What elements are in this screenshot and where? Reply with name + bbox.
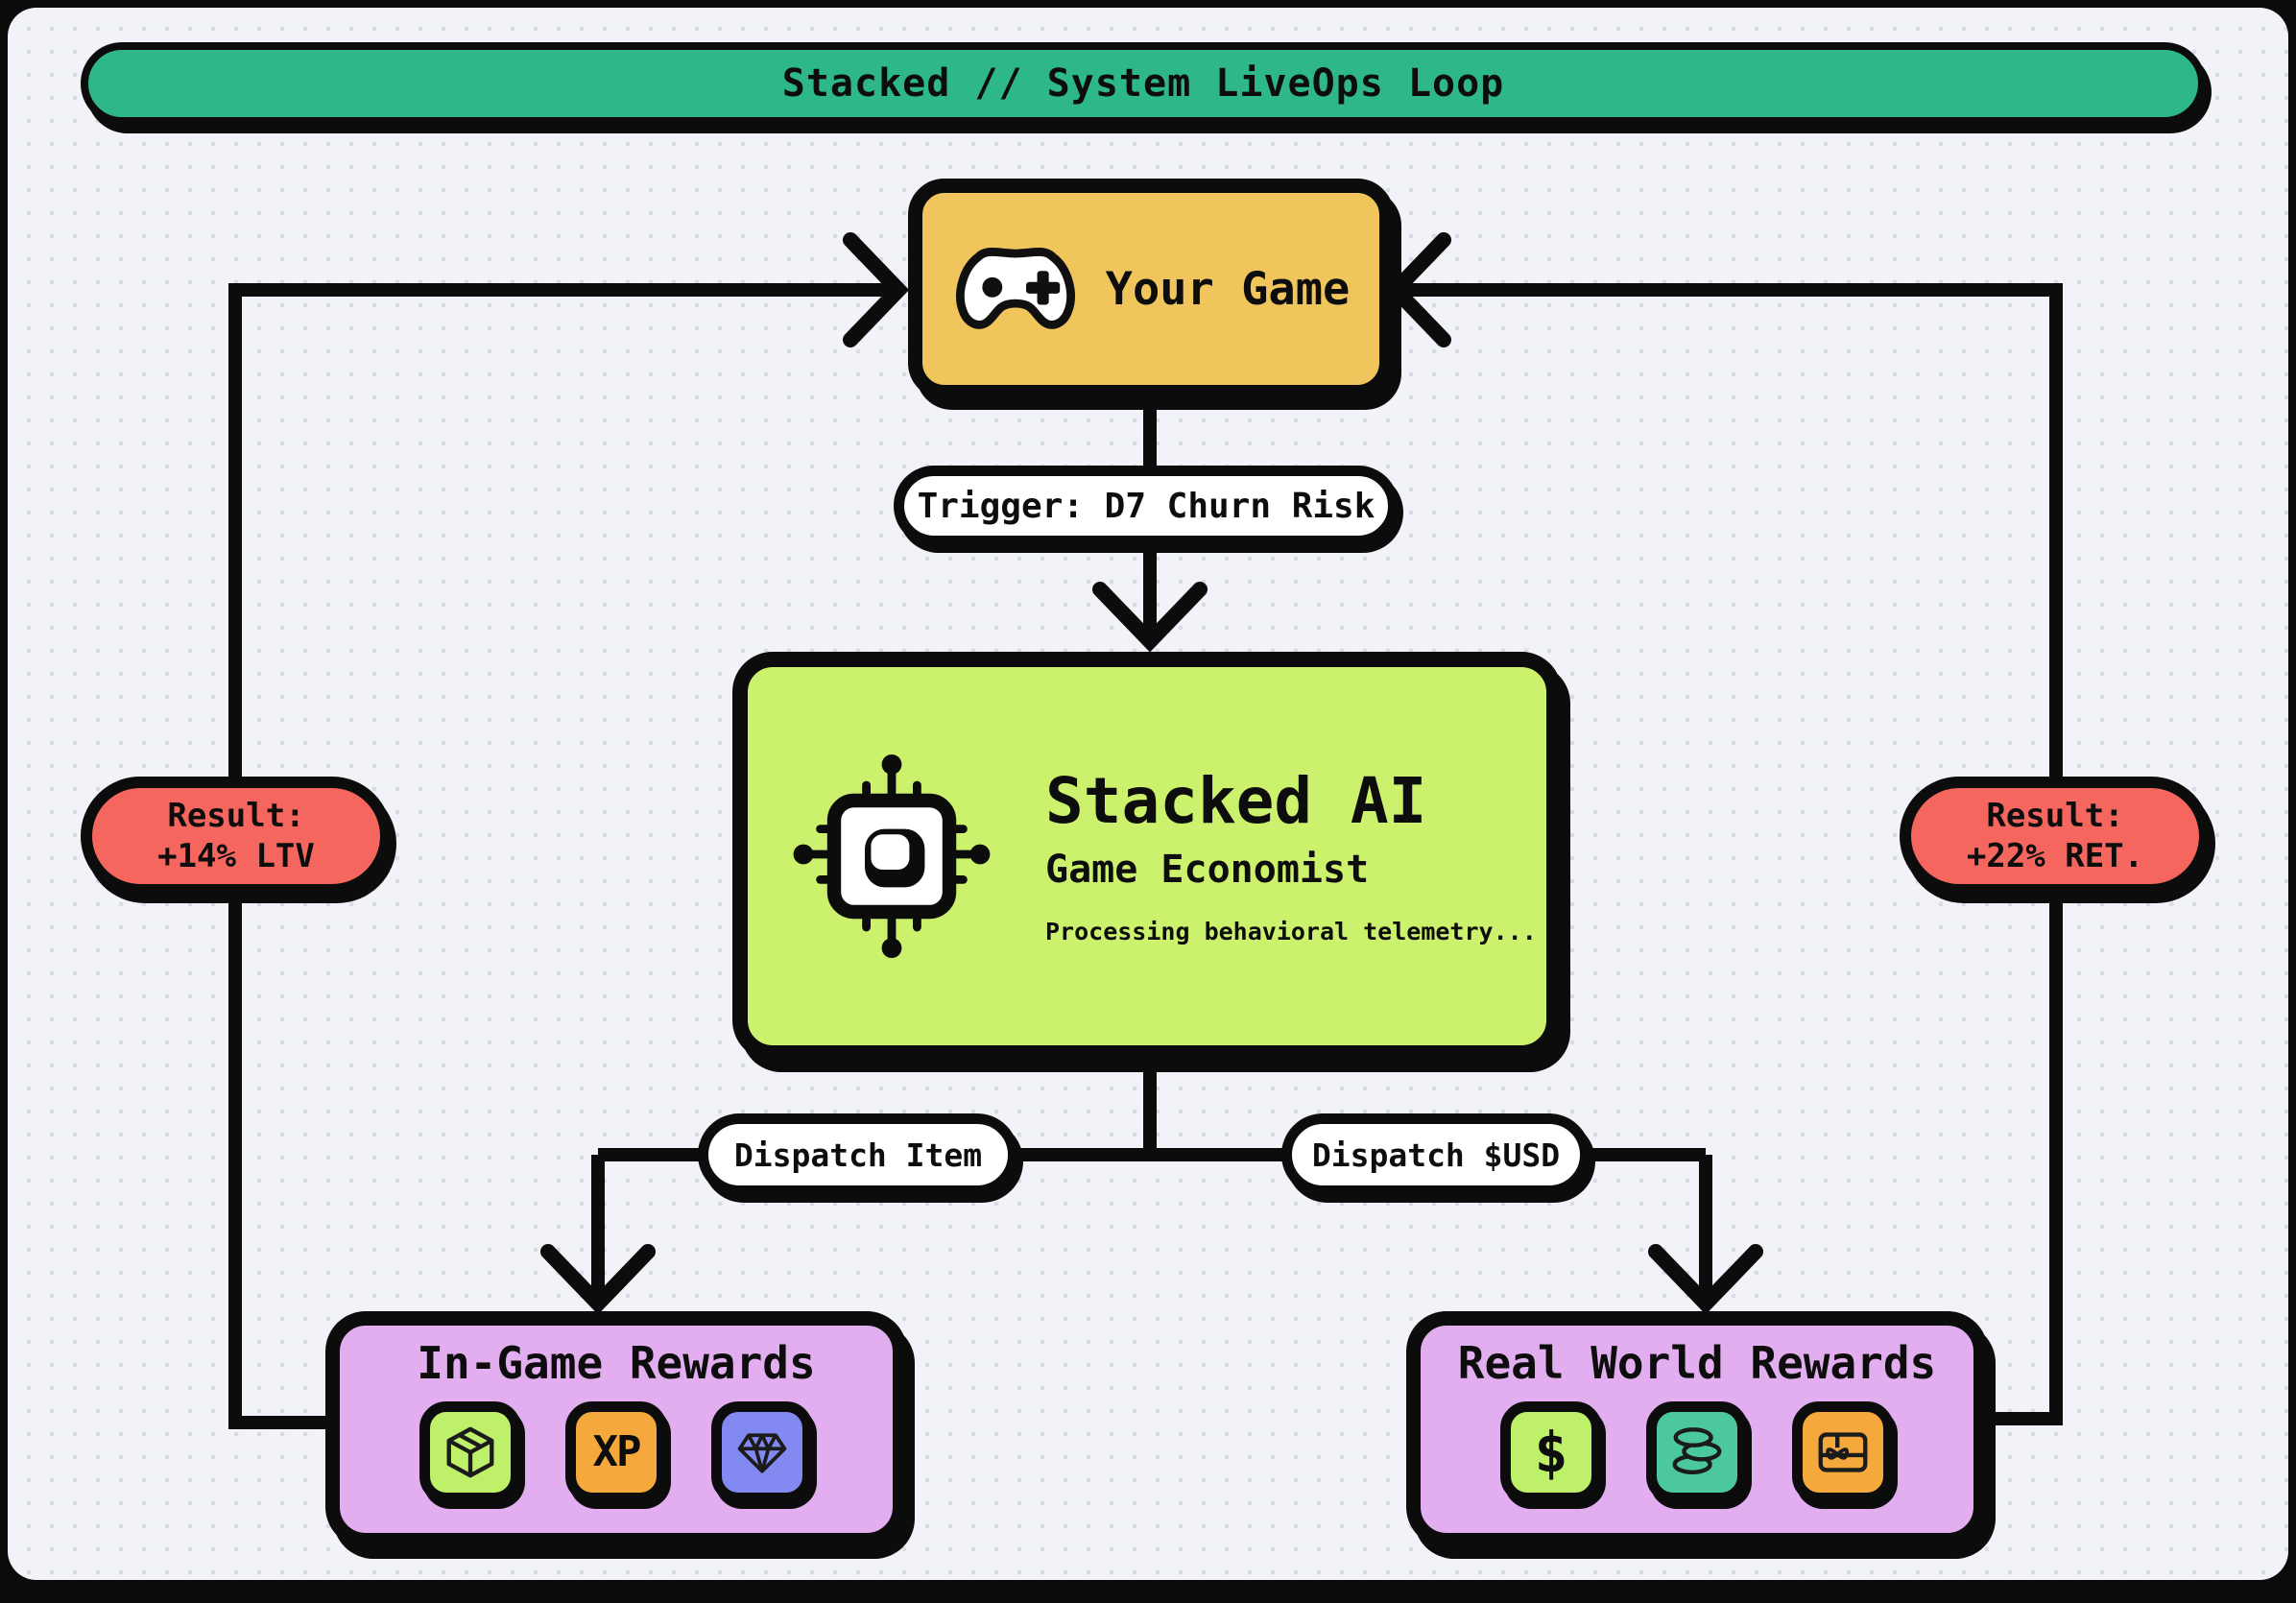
node-in-game-rewards: In-Game Rewards XP	[325, 1311, 907, 1547]
in-game-reward-tiles: XP	[419, 1400, 813, 1503]
result-pill-ltv: Result: +14% LTV	[81, 777, 392, 896]
arrowhead-into-game-left	[843, 232, 910, 347]
dollar-icon: $	[1534, 1419, 1568, 1485]
in-game-rewards-title: In-Game Rewards	[417, 1337, 816, 1389]
xp-badge: XP	[592, 1427, 642, 1477]
your-game-label: Your Game	[1105, 262, 1351, 316]
result-pill-retention: Result: +22% RET.	[1900, 777, 2211, 896]
arrowhead-into-ingame	[540, 1244, 656, 1315]
dispatch-item-label: Dispatch Item	[733, 1136, 983, 1174]
gift-card-icon	[1818, 1432, 1868, 1472]
result-value: +22% RET.	[1966, 837, 2144, 875]
header-banner: Stacked // System LiveOps Loop	[81, 42, 2206, 125]
arrowhead-into-game-right	[1384, 232, 1451, 347]
trigger-label: Trigger: D7 Churn Risk	[917, 486, 1375, 526]
pill-trigger: Trigger: D7 Churn Risk	[894, 466, 1399, 546]
stacked-ai-status: Processing behavioral telemetry...	[1045, 917, 1537, 945]
node-real-world-rewards: Real World Rewards $	[1406, 1311, 1988, 1547]
diagram-title: Stacked // System LiveOps Loop	[781, 61, 1505, 106]
package-icon	[446, 1426, 494, 1477]
reward-tile	[1646, 1400, 1748, 1503]
gamepad-icon	[955, 247, 1075, 329]
pill-dispatch-item: Dispatch Item	[698, 1113, 1018, 1196]
result-label: Result:	[1986, 796, 2124, 835]
reward-tile	[711, 1400, 813, 1503]
reward-tile: XP	[565, 1400, 667, 1503]
node-your-game: Your Game	[908, 179, 1394, 399]
pill-dispatch-usd: Dispatch $USD	[1281, 1113, 1590, 1196]
result-value: +14% LTV	[157, 837, 315, 875]
reward-tile: $	[1500, 1400, 1602, 1503]
stacked-ai-subtitle: Game Economist	[1045, 847, 1370, 892]
arrowhead-into-ai	[1092, 582, 1208, 653]
reward-tile	[1792, 1400, 1894, 1503]
coins-icon	[1672, 1426, 1722, 1474]
result-label: Result:	[167, 796, 305, 835]
real-world-rewards-title: Real World Rewards	[1457, 1337, 1937, 1389]
dispatch-usd-label: Dispatch $USD	[1311, 1136, 1561, 1174]
stacked-ai-title: Stacked AI	[1045, 763, 1427, 838]
real-world-reward-tiles: $	[1500, 1400, 1894, 1503]
arrowhead-into-realworld	[1648, 1244, 1763, 1315]
node-stacked-ai: Stacked AI Game Economist Processing beh…	[732, 652, 1562, 1061]
chip-icon	[793, 754, 991, 958]
reward-tile	[419, 1400, 521, 1503]
gem-icon	[737, 1432, 787, 1473]
